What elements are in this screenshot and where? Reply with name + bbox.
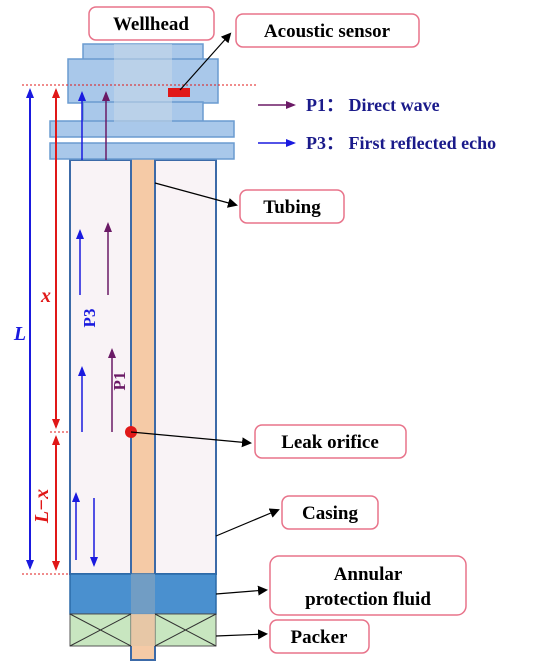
svg-text:Annular: Annular bbox=[334, 564, 403, 585]
wellhead-plate bbox=[49, 142, 235, 160]
svg-text:Tubing: Tubing bbox=[263, 197, 321, 218]
svg-text:Wellhead: Wellhead bbox=[113, 14, 189, 35]
dimension-lx-label: L−x bbox=[31, 489, 53, 524]
svg-text:Acoustic sensor: Acoustic sensor bbox=[264, 21, 391, 42]
wellhead-plate bbox=[49, 120, 235, 138]
label-leak-orifice: Leak orifice bbox=[254, 424, 407, 459]
svg-text:Packer: Packer bbox=[291, 627, 349, 648]
wave-arrows bbox=[72, 91, 116, 567]
leader-packer bbox=[215, 629, 268, 640]
svg-text:protection fluid: protection fluid bbox=[305, 589, 431, 610]
legend-reflected-echo-text: P3： First reflected echo bbox=[306, 133, 496, 153]
leader-annular bbox=[215, 585, 268, 596]
legend-direct-wave-text: P1： Direct wave bbox=[306, 95, 440, 115]
label-tubing: Tubing bbox=[239, 189, 345, 224]
dimension-L-label: L bbox=[13, 323, 26, 345]
label-packer: Packer bbox=[269, 619, 370, 654]
leader-sensor bbox=[179, 32, 232, 91]
wellhead-assembly bbox=[49, 43, 235, 160]
leader-tubing bbox=[154, 182, 238, 208]
label-casing: Casing bbox=[281, 495, 379, 530]
label-annular-protection-fluid: Annular protection fluid bbox=[269, 555, 467, 616]
p1-wave-label: P1 bbox=[110, 372, 129, 391]
dimension-x-label: x bbox=[40, 285, 51, 307]
label-acoustic-sensor: Acoustic sensor bbox=[235, 13, 420, 48]
label-wellhead: Wellhead bbox=[88, 6, 215, 41]
wellhead-center-overlay bbox=[114, 44, 172, 122]
leader-leak bbox=[130, 431, 252, 448]
leader-casing bbox=[215, 508, 280, 537]
acoustic-sensor bbox=[168, 88, 190, 97]
packer-block bbox=[69, 613, 217, 647]
legend: P1： Direct wave P3： First reflected echo bbox=[258, 95, 496, 153]
svg-text:Leak orifice: Leak orifice bbox=[281, 432, 379, 453]
annular-fluid-tubing-overlay bbox=[131, 574, 155, 614]
p3-wave-label: P3 bbox=[80, 309, 99, 328]
svg-text:Casing: Casing bbox=[302, 503, 358, 524]
